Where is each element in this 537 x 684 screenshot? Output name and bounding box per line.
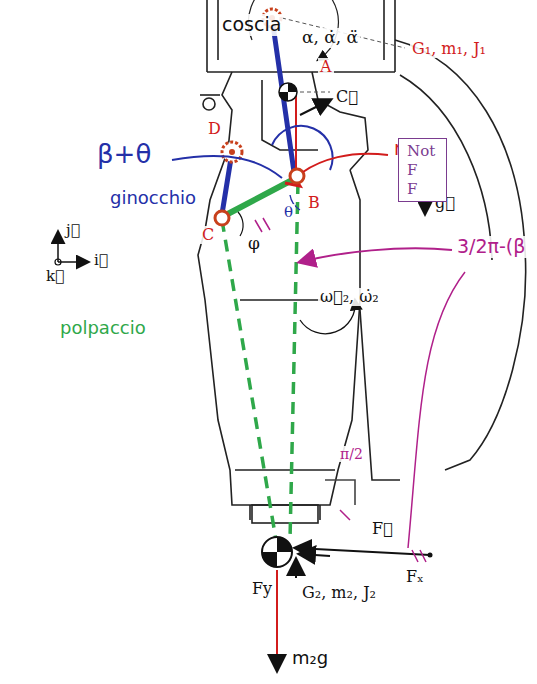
force-component: Fₓ [404,568,426,586]
part-name: ginocchio [108,188,198,209]
vector-symbol: C⃗ [334,88,360,106]
axis-label: i⃗ [92,252,110,269]
vector-symbol: F⃗ [370,520,395,538]
kinematic-label: ω⃗₂, ω̇₂ [318,288,381,306]
angle-symbol: π/2 [338,446,365,462]
part-name: coscia [220,14,283,36]
angle-symbol: φ [246,234,262,254]
note-text: F [407,161,438,180]
joint-letter: C [200,226,216,244]
joint-letter: D [206,120,223,138]
joint-letter: B [306,194,322,212]
axis-label: j⃗ [64,222,82,239]
note-text: Not [407,142,438,161]
force-component: Fy [250,580,274,598]
mass-label: G₂, m₂, J₂ [300,584,378,602]
angle-symbol: θ [282,204,295,221]
angle-annotation: β+θ [95,140,153,170]
weight-annotation: m₂g [290,648,330,669]
note-box: NotFF [398,138,447,202]
mass-label: G₁, m₁, J₁ [410,40,488,58]
part-name: polpaccio [58,318,148,339]
note-text: F [407,180,438,199]
joint-letter: A [318,58,334,76]
axis-label: k⃗ [44,268,66,285]
angle-symbol: α, α̇, α̈ [300,28,360,48]
angle-annotation: 3/2π-(β [455,236,527,258]
